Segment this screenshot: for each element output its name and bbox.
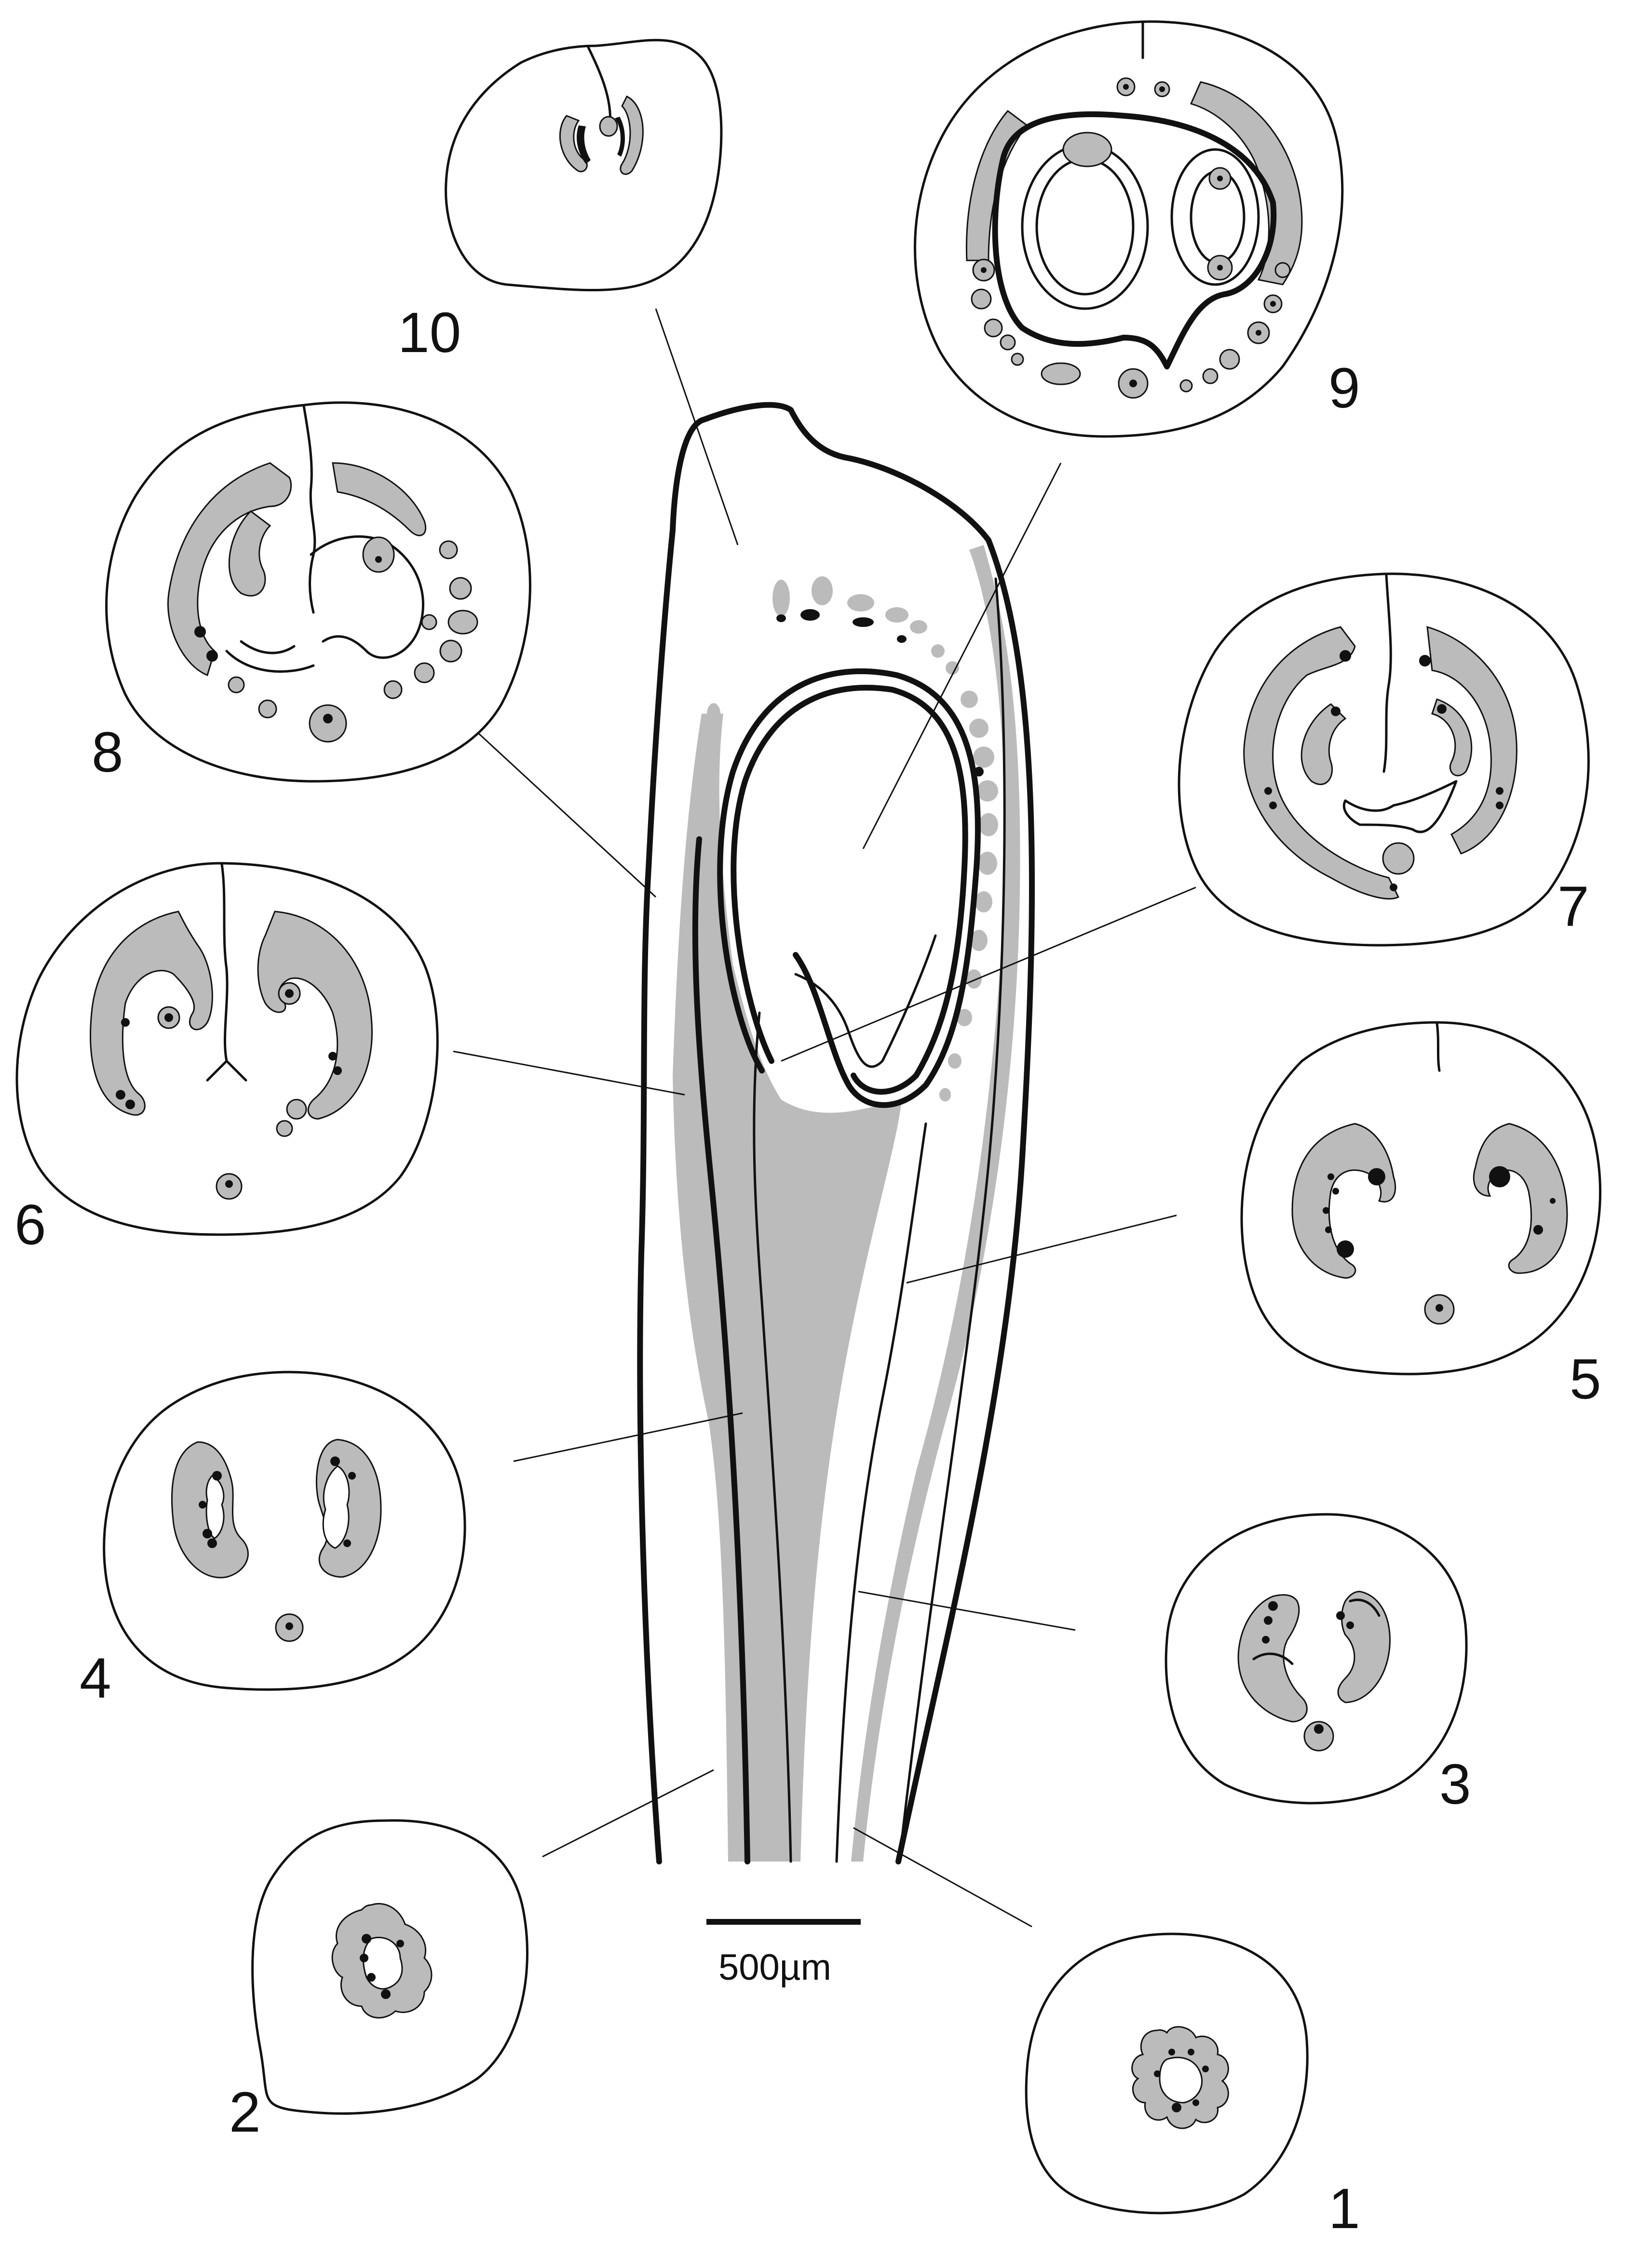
section-7-label: 7 (1557, 875, 1589, 938)
section-8-lower-arc (225, 640, 315, 673)
section-9-label: 9 (1328, 356, 1360, 420)
section-9: 9 (914, 20, 1360, 438)
section-3-inner-lines (1252, 1598, 1381, 1665)
section-3-outline (1165, 1513, 1468, 1805)
vascular-dots-top (776, 609, 984, 776)
section-4-label: 4 (80, 1646, 111, 1710)
section-5-fissure (1435, 1022, 1441, 1072)
leader-1 (853, 1827, 1032, 1928)
section-5-tissue-right (1473, 1123, 1568, 1274)
leader-5 (906, 1214, 1177, 1284)
section-2-lumen (362, 1936, 403, 1990)
section-7: 7 (1178, 572, 1590, 947)
leader-8 (467, 722, 657, 898)
central-cavity-inner (731, 684, 968, 1095)
section-10-tissue (559, 95, 644, 175)
section-8-fissure (302, 405, 316, 614)
section-8-bundles (228, 540, 478, 743)
section-4-outline (103, 1371, 466, 1691)
strand-left-2 (753, 1011, 792, 1863)
section-7-tissue-right-inner (1431, 698, 1473, 776)
section-7-gray-bottom (1382, 842, 1415, 875)
leader-4 (513, 1412, 743, 1462)
section-10-center (599, 116, 618, 137)
central-cavity-outer (717, 668, 981, 1108)
section-10-dark (576, 117, 625, 164)
section-9-locule-right (1170, 148, 1260, 286)
section-3-tissue-right (1337, 1591, 1391, 1703)
tissue-beads-top (707, 576, 998, 1102)
section-1: 1 (1025, 1932, 1360, 2241)
section-8-outline (105, 401, 531, 783)
section-7-fissure (1382, 573, 1392, 773)
strand-right-thin (835, 1122, 927, 1863)
section-3-tissue-left (1237, 1594, 1308, 1723)
section-9-dots (981, 84, 1276, 387)
section-2-label: 2 (229, 2081, 261, 2144)
section-3-label: 3 (1439, 1753, 1471, 1816)
section-7-cavity (1342, 780, 1458, 833)
section-10: 10 (398, 39, 723, 365)
section-7-tissue-left (1243, 626, 1400, 900)
section-2-dots (360, 1934, 404, 1999)
leader-10 (655, 308, 739, 545)
leader-lines (453, 308, 1196, 1928)
leader-9 (862, 462, 1062, 849)
section-1-dots (1154, 2049, 1209, 2112)
section-2: 2 (229, 1819, 528, 2144)
strand-left-thick (692, 836, 750, 1864)
section-7-tissue-left-inner (1300, 703, 1347, 785)
tissue-band-right (851, 545, 1020, 1862)
section-1-label: 1 (1328, 2177, 1360, 2241)
section-6: 6 (14, 862, 439, 1257)
section-3-dots (1262, 1601, 1354, 1734)
section-4-lumen-right (322, 1465, 350, 1549)
section-8-tissue-left-inner (228, 510, 271, 597)
section-10-label: 10 (398, 301, 461, 365)
longitudinal-section (637, 402, 1035, 1864)
section-5-label: 5 (1570, 1347, 1601, 1411)
scale-bar: 500µm (706, 1919, 861, 1988)
section-1-lumen (1159, 2056, 1203, 2104)
section-5-tissue-left (1291, 1123, 1396, 1279)
leader-6 (453, 1050, 685, 1096)
section-9-inner-ring (992, 111, 1277, 369)
section-5-dots (1323, 1166, 1556, 1312)
section-7-tissue-right (1426, 626, 1517, 855)
inner-fold (794, 934, 937, 1068)
section-8-locule (310, 535, 424, 659)
leader-7 (781, 886, 1196, 1062)
section-8-tissue-right (332, 462, 427, 536)
section-6-fissure (206, 863, 247, 1082)
section-8-label: 8 (92, 721, 123, 784)
section-10-fissure (587, 46, 612, 127)
section-6-tissue-left (90, 911, 213, 1116)
section-6-label: 6 (14, 1193, 46, 1257)
section-5: 5 (1240, 1021, 1602, 1411)
section-3: 3 (1165, 1513, 1471, 1816)
scale-bar-label: 500µm (718, 1947, 831, 1988)
section-8: 8 (92, 401, 531, 784)
section-4-dots (199, 1456, 356, 1630)
section-9-gray-top (1062, 132, 1112, 167)
longitudinal-outline (637, 402, 1035, 1864)
leader-2 (542, 1769, 714, 1858)
section-8-dots (194, 556, 382, 723)
section-3-gray-bottom (1303, 1721, 1334, 1752)
tissue-band-left (673, 714, 902, 1862)
section-8-tissue-left (167, 462, 292, 677)
strand-far-right (898, 577, 1006, 1863)
leader-3 (858, 1591, 1076, 1631)
section-7-dots (1264, 650, 1503, 891)
section-4-lumen-left (205, 1475, 225, 1539)
section-4: 4 (80, 1371, 466, 1710)
section-6-dots (116, 989, 342, 1188)
section-8-gray-r (362, 536, 395, 573)
section-5-outline (1240, 1021, 1602, 1375)
